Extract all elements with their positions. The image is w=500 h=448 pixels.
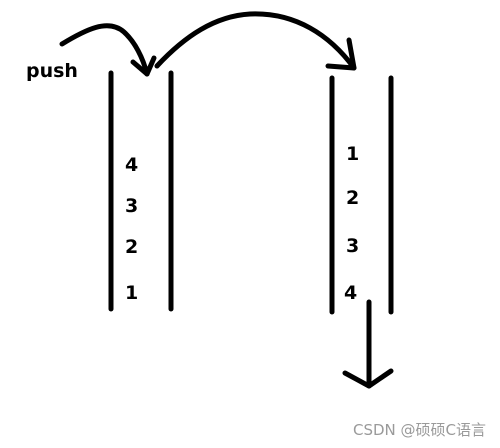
pop-arrowhead	[342, 368, 394, 389]
transfer-arrow	[154, 11, 357, 71]
left-stack-value-bottom: 1	[125, 282, 139, 304]
push-arrowhead	[130, 55, 157, 77]
push-label: push	[26, 60, 78, 82]
right-stack-value-3: 3	[346, 235, 360, 257]
push-arrow	[59, 23, 150, 77]
right-stack-value-top: 1	[346, 143, 360, 165]
left-stack-value-top: 4	[125, 154, 139, 176]
left-stack-value-2: 3	[125, 195, 139, 217]
transfer-arrowhead	[325, 37, 357, 71]
right-stack-value-2: 2	[346, 187, 360, 209]
right-stack-value-bottom: 4	[344, 282, 358, 304]
left-stack-value-3: 2	[125, 236, 139, 258]
watermark-text: CSDN @硕硕C语言	[352, 421, 486, 439]
